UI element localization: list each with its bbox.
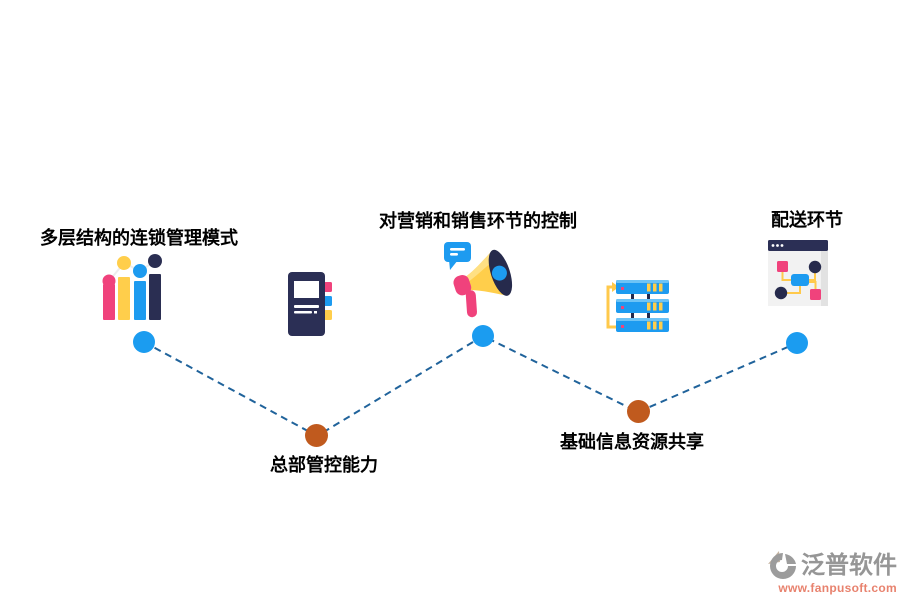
fanpu-logo-icon [768, 551, 796, 579]
server-icon [606, 280, 669, 332]
node-label-delivery-link: 配送环节 [771, 210, 843, 230]
node-dot-3 [472, 325, 494, 347]
node-dot-1 [133, 331, 155, 353]
node-label-basic-info-sharing: 基础信息资源共享 [560, 432, 704, 452]
watermark-url-text: www.fanpusoft.com [778, 581, 897, 595]
watermark-brand-text: 泛普软件 [801, 552, 897, 579]
bar-chart-icon [102, 254, 162, 320]
notebook-icon [288, 272, 332, 336]
browser-flowchart-icon [768, 240, 828, 306]
node-dot-4 [627, 400, 650, 423]
megaphone-icon [444, 242, 513, 318]
node-label-marketing-sales-control: 对营销和销售环节的控制 [379, 211, 577, 231]
node-label-hq-control-ability: 总部管控能力 [270, 455, 378, 475]
watermark: 泛普软件 www.fanpusoft.com [752, 551, 897, 595]
node-dot-5 [786, 332, 808, 354]
node-label-chain-management-model: 多层结构的连锁管理模式 [40, 228, 238, 248]
node-dot-2 [305, 424, 328, 447]
